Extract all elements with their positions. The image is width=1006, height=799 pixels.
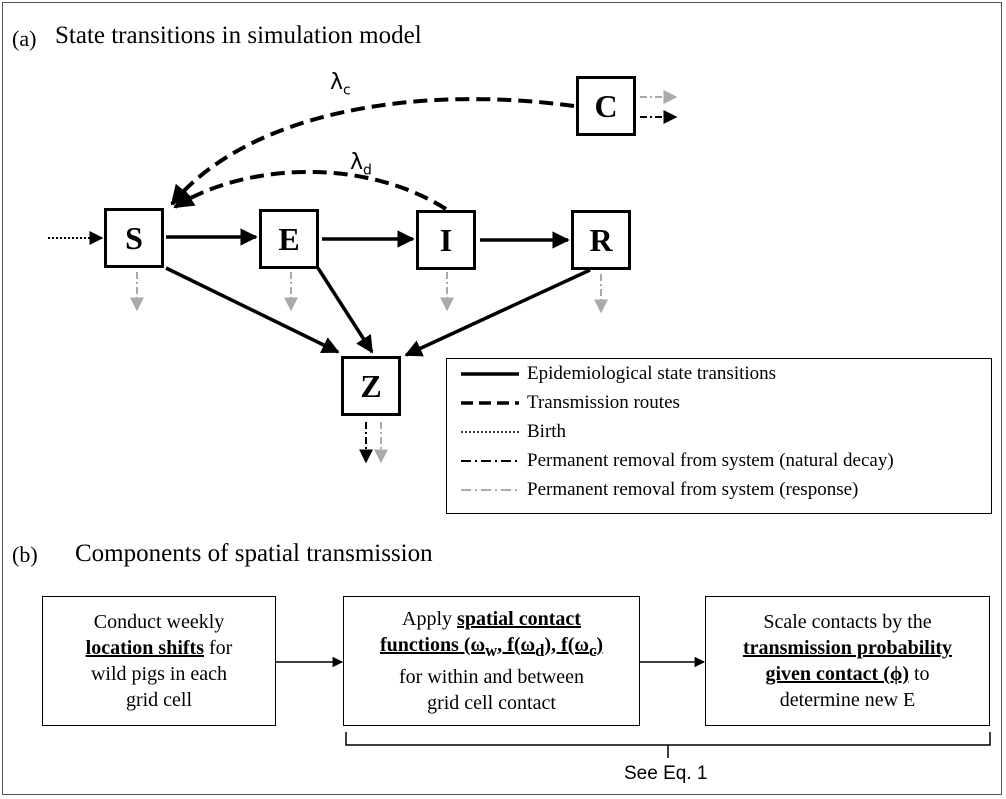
legend-item-transmission: Transmission routes [461,390,680,416]
box-spatial-contact-functions: Apply spatial contact functions (ωw, f(ω… [343,596,640,726]
legend-item-response: Permanent removal from system (response) [461,477,858,503]
legend-item-natural-decay: Permanent removal from system (natural d… [461,448,894,474]
legend-dashdot-grey-line [461,489,519,491]
legend-dashdot-black-line [461,460,519,462]
node-e: E [259,209,319,269]
legend-solid-line [461,372,519,376]
see-eq-label: See Eq. 1 [624,763,708,784]
eq-bracket [345,732,991,758]
arrow-r-to-z [404,268,591,357]
legend: Epidemiological state transitions Transm… [446,358,992,514]
rate-lambda-d: λd [350,150,372,179]
node-i: I [416,210,476,270]
panel-b-title: Components of spatial transmission [75,540,433,567]
legend-dotted-line [461,431,519,433]
legend-dashed-line [461,401,519,405]
panel-b-tag: (b) [12,542,38,567]
node-z: Z [341,356,401,416]
node-c: C [576,76,636,136]
panel-a-tag: (a) [12,26,37,51]
legend-item-transitions: Epidemiological state transitions [461,361,776,387]
box-transmission-probability: Scale contacts by the transmission proba… [705,596,990,726]
box-location-shifts: Conduct weekly location shifts for wild … [42,596,276,726]
legend-item-birth: Birth [461,419,566,445]
arrow-i-to-s [173,170,448,211]
arrow-c-to-s [170,97,575,206]
panel-a-title: State transitions in simulation model [55,22,422,49]
arrow-s-to-z [165,266,340,354]
node-r: R [571,210,631,270]
arrow-e-to-z [316,267,374,354]
node-s: S [104,208,164,268]
rate-lambda-c: λc [330,70,351,99]
